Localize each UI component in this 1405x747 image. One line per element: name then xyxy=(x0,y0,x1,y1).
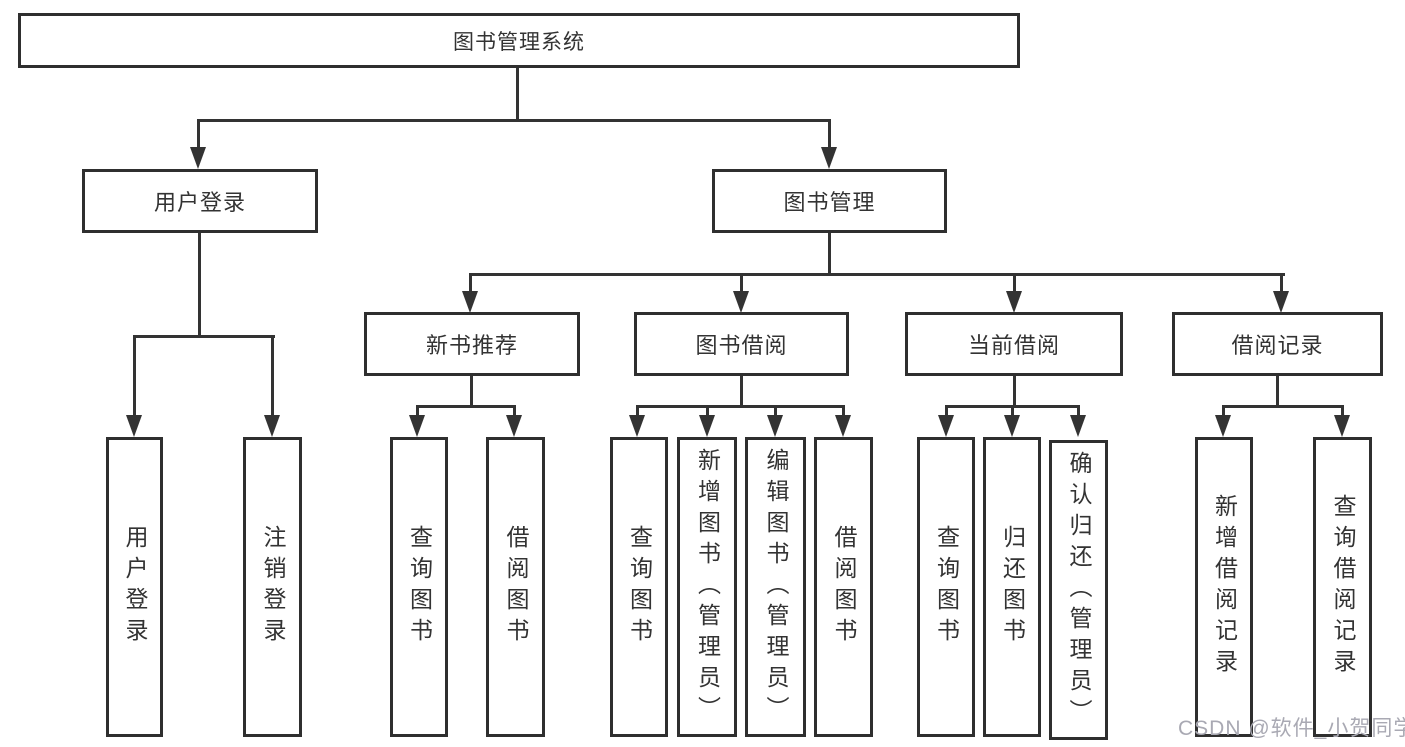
leaf-logout: 注销登录 xyxy=(243,437,302,737)
csdn-watermark: CSDN @软件_小贺同学 xyxy=(1178,717,1405,740)
connector-line xyxy=(133,335,275,338)
connector-line xyxy=(197,119,831,122)
arrowhead xyxy=(938,415,954,437)
node-borrowing-records: 借阅记录 xyxy=(1172,312,1383,376)
arrowhead xyxy=(835,415,851,437)
arrowhead xyxy=(264,415,280,437)
connector-line xyxy=(416,405,516,408)
leaf-borrow-books-recommend: 借阅图书 xyxy=(486,437,545,737)
connector-line xyxy=(1011,405,1014,417)
arrowhead xyxy=(629,415,645,437)
connector-line xyxy=(133,335,136,417)
connector-line xyxy=(469,273,472,293)
connector-line xyxy=(636,405,639,417)
leaf-logout-label: 注销登录 xyxy=(260,525,286,649)
connector-line xyxy=(828,233,831,275)
leaf-confirm-return-admin: 确认归还（管理员） xyxy=(1049,440,1108,740)
arrowhead xyxy=(733,291,749,313)
arrowhead xyxy=(506,415,522,437)
arrowhead xyxy=(1070,415,1086,437)
node-book-management: 图书管理 xyxy=(712,169,947,233)
arrowhead xyxy=(190,147,206,169)
arrowhead xyxy=(126,415,142,437)
leaf-edit-books-admin: 编辑图书（管理员） xyxy=(745,437,806,737)
connector-line xyxy=(636,405,845,408)
connector-line xyxy=(1280,273,1283,293)
connector-line xyxy=(1013,273,1016,293)
node-book-borrowing-label: 图书借阅 xyxy=(695,333,788,358)
connector-line xyxy=(828,119,831,147)
arrowhead xyxy=(409,415,425,437)
node-current-borrowing: 当前借阅 xyxy=(905,312,1123,376)
leaf-return-books: 归还图书 xyxy=(983,437,1041,737)
node-library-system-label: 图书管理系统 xyxy=(453,30,585,54)
connector-line xyxy=(1222,405,1344,408)
node-library-system: 图书管理系统 xyxy=(18,13,1020,68)
connector-line xyxy=(740,376,743,407)
leaf-query-books-borrowing-label: 查询图书 xyxy=(626,525,653,649)
connector-line xyxy=(469,273,1285,276)
arrowhead xyxy=(462,291,478,313)
connector-line xyxy=(1013,376,1016,407)
leaf-add-borrow-record-label: 新增借阅记录 xyxy=(1211,494,1238,680)
arrowhead xyxy=(1004,415,1020,437)
connector-line xyxy=(1077,405,1080,417)
leaf-add-books-admin: 新增图书（管理员） xyxy=(677,437,737,737)
node-new-book-recommendation: 新书推荐 xyxy=(364,312,580,376)
connector-line xyxy=(197,119,200,147)
connector-line xyxy=(706,405,709,417)
arrowhead xyxy=(1006,291,1022,313)
leaf-add-books-admin-label: 新增图书（管理员） xyxy=(694,447,721,727)
leaf-edit-books-admin-label: 编辑图书（管理员） xyxy=(763,447,789,727)
connector-line xyxy=(1276,376,1279,407)
connector-line xyxy=(198,233,201,337)
leaf-query-borrow-record-label: 查询借阅记录 xyxy=(1330,494,1356,680)
node-book-management-label: 图书管理 xyxy=(783,190,876,215)
connector-line xyxy=(1222,405,1225,417)
leaf-borrow-books: 借阅图书 xyxy=(814,437,873,737)
node-book-borrowing: 图书借阅 xyxy=(634,312,849,376)
leaf-query-books-borrowing: 查询图书 xyxy=(610,437,668,737)
leaf-query-borrow-record: 查询借阅记录 xyxy=(1313,437,1372,737)
leaf-user-login-label: 用户登录 xyxy=(122,525,148,649)
leaf-add-borrow-record: 新增借阅记录 xyxy=(1195,437,1253,737)
node-borrowing-records-label: 借阅记录 xyxy=(1231,333,1324,358)
leaf-query-books-recommend: 查询图书 xyxy=(390,437,448,737)
connector-line xyxy=(513,405,516,417)
connector-line xyxy=(271,335,274,417)
arrowhead xyxy=(1273,291,1289,313)
leaf-query-books-recommend-label: 查询图书 xyxy=(406,525,433,649)
connector-line xyxy=(842,405,845,417)
leaf-query-books-current: 查询图书 xyxy=(917,437,975,737)
connector-line xyxy=(516,68,519,120)
arrowhead xyxy=(1215,415,1231,437)
connector-line xyxy=(1341,405,1344,417)
connector-line xyxy=(774,405,777,417)
connector-line xyxy=(945,405,948,417)
leaf-borrow-books-recommend-label: 借阅图书 xyxy=(503,525,529,649)
arrowhead xyxy=(767,415,783,437)
connector-line xyxy=(740,273,743,293)
leaf-borrow-books-label: 借阅图书 xyxy=(831,525,857,649)
leaf-confirm-return-admin-label: 确认归还（管理员） xyxy=(1066,450,1092,730)
leaf-query-books-current-label: 查询图书 xyxy=(933,525,960,649)
node-current-borrowing-label: 当前借阅 xyxy=(967,333,1060,358)
node-user-login: 用户登录 xyxy=(82,169,318,233)
leaf-user-login: 用户登录 xyxy=(106,437,163,737)
connector-line xyxy=(470,376,473,407)
arrowhead xyxy=(699,415,715,437)
node-user-login-label: 用户登录 xyxy=(153,190,246,215)
connector-line xyxy=(416,405,419,417)
node-new-book-recommendation-label: 新书推荐 xyxy=(425,333,518,358)
leaf-return-books-label: 归还图书 xyxy=(999,525,1026,649)
arrowhead xyxy=(821,147,837,169)
arrowhead xyxy=(1334,415,1350,437)
